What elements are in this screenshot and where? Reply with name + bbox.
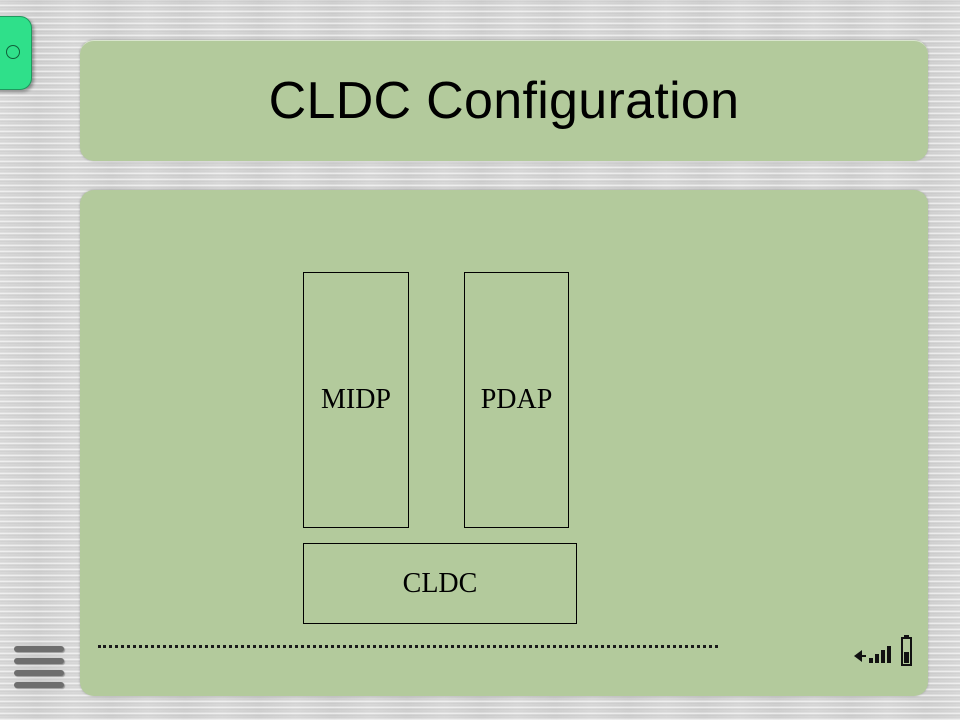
- circle-icon: [6, 45, 20, 59]
- title-panel: CLDC Configuration: [80, 40, 928, 161]
- slide-title: CLDC Configuration: [268, 72, 740, 130]
- profile-label-midp: MIDP: [320, 384, 391, 415]
- content-panel: MIDP PDAP CLDC: [80, 190, 928, 696]
- signal-battery-icon: [854, 635, 912, 666]
- configuration-label-cldc: CLDC: [402, 567, 478, 599]
- dotted-divider: [98, 645, 718, 648]
- nav-tab-button[interactable]: [0, 16, 32, 90]
- menu-lines-icon[interactable]: [14, 646, 66, 688]
- profile-box-pdap: PDAP: [464, 272, 569, 528]
- configuration-box-cldc: CLDC: [303, 543, 577, 624]
- profile-box-midp: MIDP: [303, 272, 409, 528]
- profile-label-pdap: PDAP: [480, 384, 553, 415]
